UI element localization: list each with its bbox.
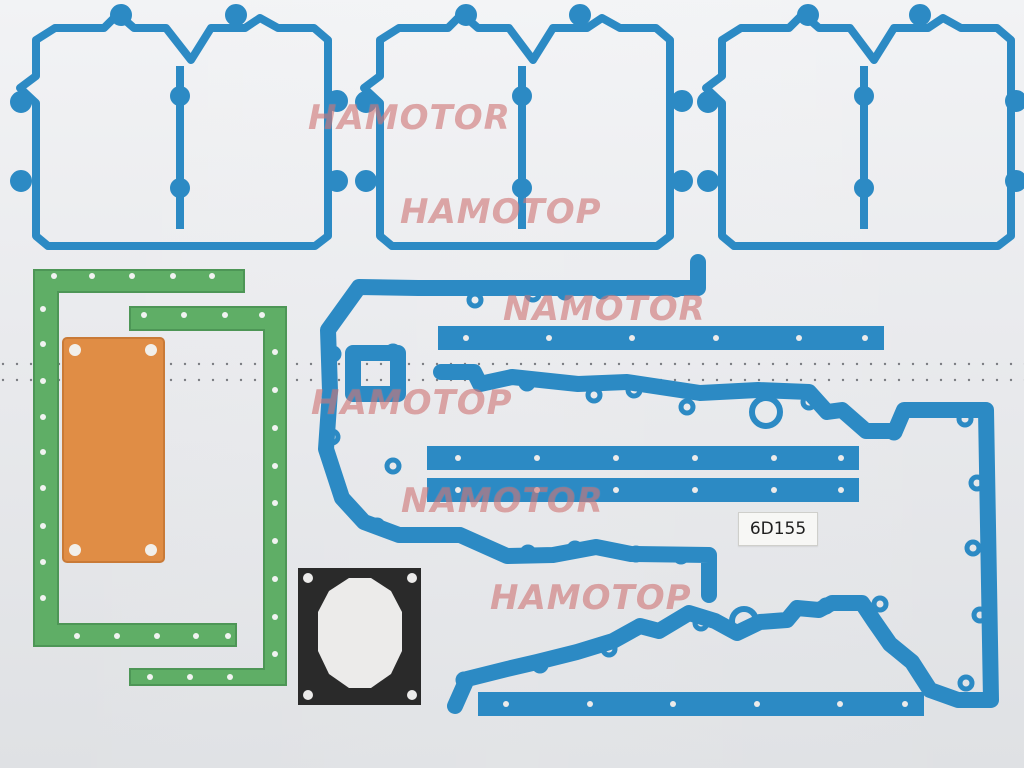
blue-strip-gasket-1 [438,326,884,350]
valve-cover-gasket-right [697,4,1024,250]
green-gasket-inner-frame [129,306,287,686]
green-gasket-large-frame [33,269,245,647]
timing-cover-gasket [318,254,717,603]
part-number-label: 6D155 [738,512,818,546]
black-flange-gasket [298,568,421,705]
orange-cover-gasket [62,337,165,563]
valve-cover-gasket-middle [355,4,693,250]
blue-strip-gasket-3 [427,478,859,502]
valve-cover-gasket-left [10,4,348,250]
oil-pan-gasket [433,364,999,714]
blue-strip-gasket-4 [478,692,924,716]
blue-strip-gasket-2 [427,446,859,470]
perforation-line-upper [0,360,1024,368]
